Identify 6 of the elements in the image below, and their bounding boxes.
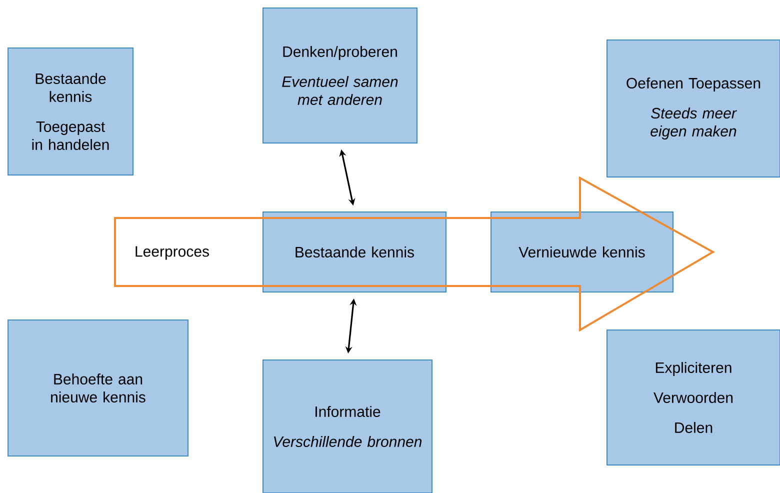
text-box: Bestaande kennis Toegepast in handelen bbox=[8, 48, 134, 176]
text-box: Behoefte aan nieuwe kennis bbox=[8, 320, 188, 456]
text-box: Expliciteren Verwoorden Delen bbox=[606, 330, 780, 466]
text-box: Denken/proberen Eventueel samen met anderen bbox=[262, 8, 418, 144]
text-box: Oefenen Toepassen Steeds meer eigen maken bbox=[606, 40, 780, 178]
text-box: Informatie Verschillende bronnen bbox=[262, 360, 432, 493]
